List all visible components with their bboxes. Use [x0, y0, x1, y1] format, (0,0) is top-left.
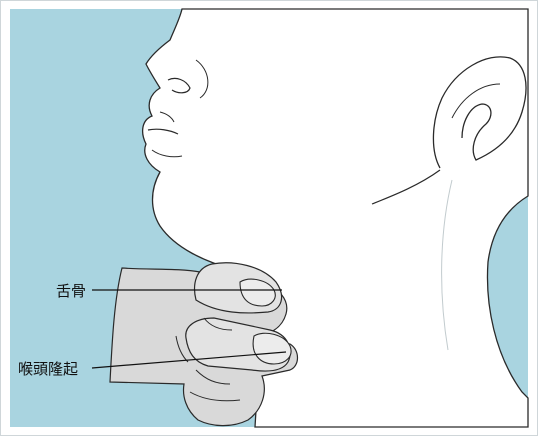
label-hyoid: 舌骨: [56, 282, 86, 300]
label-laryngeal-prominence: 喉頭隆起: [18, 360, 78, 378]
